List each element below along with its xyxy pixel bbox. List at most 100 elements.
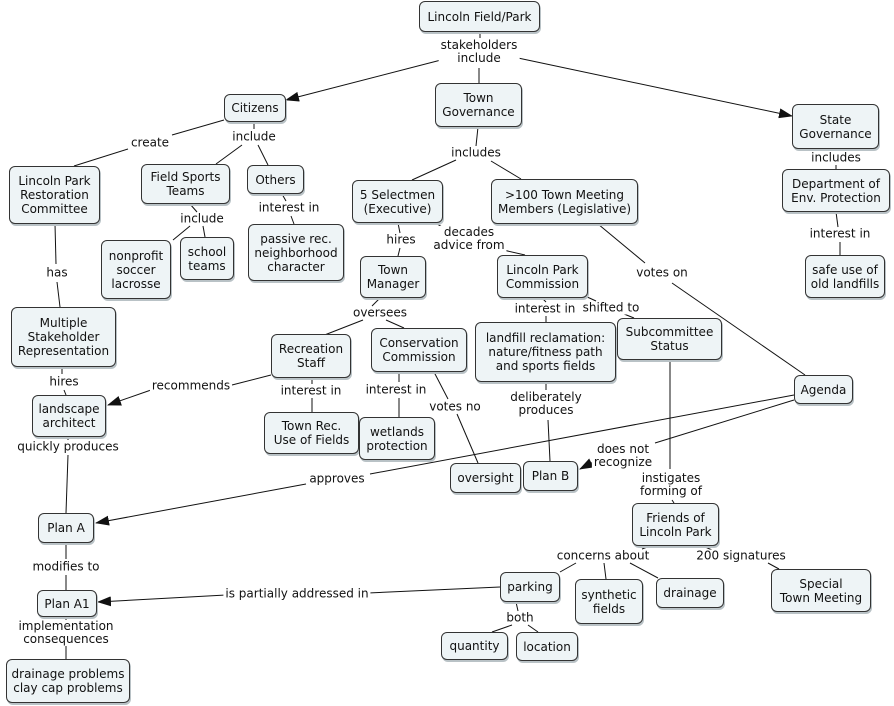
node-lincoln-field-park[interactable]: Lincoln Field/Park xyxy=(419,1,540,32)
node-text: lacrosse xyxy=(111,276,161,291)
node-town-rec-fields[interactable]: Town Rec. Use of Fields xyxy=(264,412,359,454)
node-landscape-architect[interactable]: landscape architect xyxy=(32,395,106,437)
node-text: drainage xyxy=(663,586,717,600)
node-recreation-staff[interactable]: Recreation Staff xyxy=(271,334,351,378)
link-label-text: does not xyxy=(596,442,650,456)
node-landfill-reclamation[interactable]: landfill reclamation: nature/fitness pat… xyxy=(475,322,616,382)
node-safe-landfills[interactable]: safe use of old landfills xyxy=(805,255,885,298)
node-text: architect xyxy=(42,416,96,430)
node-plan-a[interactable]: Plan A xyxy=(38,513,94,543)
link-label-text: both xyxy=(506,610,534,625)
node-text: Others xyxy=(255,172,296,187)
node-field-sports-teams[interactable]: Field Sports Teams xyxy=(141,164,230,204)
node-passive-rec[interactable]: passive rec. neighborhood character xyxy=(248,224,344,281)
link-label-instigates: instigates forming of xyxy=(638,472,704,498)
link-label-text: include xyxy=(180,211,224,226)
link-label-text: include xyxy=(232,129,276,144)
node-town-meeting-members[interactable]: >100 Town Meeting Members (Legislative) xyxy=(491,179,638,224)
node-text: Subcommittee xyxy=(625,325,714,339)
node-text: Multiple xyxy=(39,316,88,330)
node-text: Use of Fields xyxy=(273,433,350,447)
node-friends[interactable]: Friends of Lincoln Park xyxy=(632,503,719,546)
node-text: Recreation xyxy=(278,342,344,356)
node-text: 5 Selectmen xyxy=(359,187,436,202)
link-label-text: concerns about xyxy=(556,548,650,563)
node-plan-b[interactable]: Plan B xyxy=(523,461,578,491)
node-text: Special xyxy=(799,576,843,591)
node-special-town-meeting[interactable]: Special Town Meeting xyxy=(771,569,871,612)
node-agenda[interactable]: Agenda xyxy=(794,375,853,404)
node-text: location xyxy=(523,639,571,654)
node-parking[interactable]: parking xyxy=(500,572,560,602)
link-label-text: is partially addressed in xyxy=(225,586,369,601)
node-plan-a1[interactable]: Plan A1 xyxy=(37,590,97,617)
link-label-text: create xyxy=(130,135,170,150)
node-restoration-committee[interactable]: Lincoln Park Restoration Committee xyxy=(9,166,100,224)
node-text: Town Rec. xyxy=(281,419,342,433)
node-text: soccer xyxy=(116,262,156,277)
link-label-includes-town: includes xyxy=(449,146,503,160)
node-text: Department of xyxy=(792,176,880,191)
node-text: oversight xyxy=(457,471,514,485)
node-text: landfill reclamation: xyxy=(485,331,606,345)
node-five-selectmen[interactable]: 5 Selectmen (Executive) xyxy=(352,180,443,223)
node-synthetic-fields[interactable]: synthetic fields xyxy=(575,579,643,624)
node-drainage[interactable]: drainage xyxy=(656,578,724,608)
link-label-includes-state: includes xyxy=(809,151,863,165)
node-drainage-problems[interactable]: drainage problems clay cap problems xyxy=(6,659,130,703)
node-text: quantity xyxy=(449,639,500,653)
node-text: Plan A xyxy=(47,521,85,535)
link-label-text: implementation xyxy=(18,619,114,633)
link-label-approves: approves xyxy=(307,472,367,486)
node-text: Teams xyxy=(166,184,205,198)
node-nonprofit-soccer[interactable]: nonprofit soccer lacrosse xyxy=(101,240,171,299)
node-text: neighborhood xyxy=(254,245,338,260)
node-text: old landfills xyxy=(810,276,880,291)
node-text: Town xyxy=(463,91,494,105)
node-text: school xyxy=(187,244,227,259)
node-text: character xyxy=(267,259,325,274)
link-label-modifies-to: modifies to xyxy=(30,560,102,574)
link-label-text: hires xyxy=(49,374,79,389)
link-label-text: interest in xyxy=(809,226,871,241)
node-text: Plan B xyxy=(531,469,570,483)
node-town-governance[interactable]: Town Governance xyxy=(435,83,522,127)
node-text: Representation xyxy=(17,344,110,358)
node-text: nature/fitness path xyxy=(488,345,603,359)
node-lp-commission[interactable]: Lincoln Park Commission xyxy=(497,255,588,298)
node-text: and sports fields xyxy=(495,359,596,373)
node-multiple-stakeholder[interactable]: Multiple Stakeholder Representation xyxy=(11,307,116,367)
node-text: Manager xyxy=(366,277,420,291)
node-text: Conservation xyxy=(379,336,459,350)
node-dep[interactable]: Department of Env. Protection xyxy=(782,169,890,212)
link-label-hires-manager: hires xyxy=(384,232,418,247)
link-label-concerns-about: concerns about xyxy=(554,548,652,563)
node-subcommittee-status[interactable]: Subcommittee Status xyxy=(617,318,722,360)
link-label-text: instigates xyxy=(641,471,701,485)
link-label-votes-on: votes on xyxy=(634,266,690,280)
node-location[interactable]: location xyxy=(516,632,578,661)
node-state-governance[interactable]: State Governance xyxy=(792,104,879,149)
link-label-implementation: implementation consequences xyxy=(16,619,116,646)
node-school-teams[interactable]: school teams xyxy=(180,237,234,280)
link-label-include-citizens: include xyxy=(230,129,278,144)
node-conservation-commission[interactable]: Conservation Commission xyxy=(371,328,467,372)
node-text: Commission xyxy=(382,350,456,364)
node-citizens[interactable]: Citizens xyxy=(224,94,286,122)
node-text: clay cap problems xyxy=(13,681,123,695)
link-label-has: has xyxy=(44,266,70,280)
node-wetlands[interactable]: wetlands protection xyxy=(359,417,435,460)
node-oversight[interactable]: oversight xyxy=(450,463,521,493)
link-label-text: produces xyxy=(518,403,574,417)
link-label-text: interest in xyxy=(258,200,320,215)
link-label-text: recommends xyxy=(151,378,231,393)
link-label-text: hires xyxy=(386,232,416,247)
node-town-manager[interactable]: Town Manager xyxy=(360,256,426,298)
link-label-text: 200 signatures xyxy=(696,548,786,563)
link-label-text: advice from xyxy=(433,238,505,252)
node-quantity[interactable]: quantity xyxy=(441,632,508,660)
node-text: parking xyxy=(507,580,553,594)
node-text: protection xyxy=(366,438,428,453)
node-others[interactable]: Others xyxy=(247,165,304,194)
link-label-partially-addressed: is partially addressed in xyxy=(223,586,371,601)
